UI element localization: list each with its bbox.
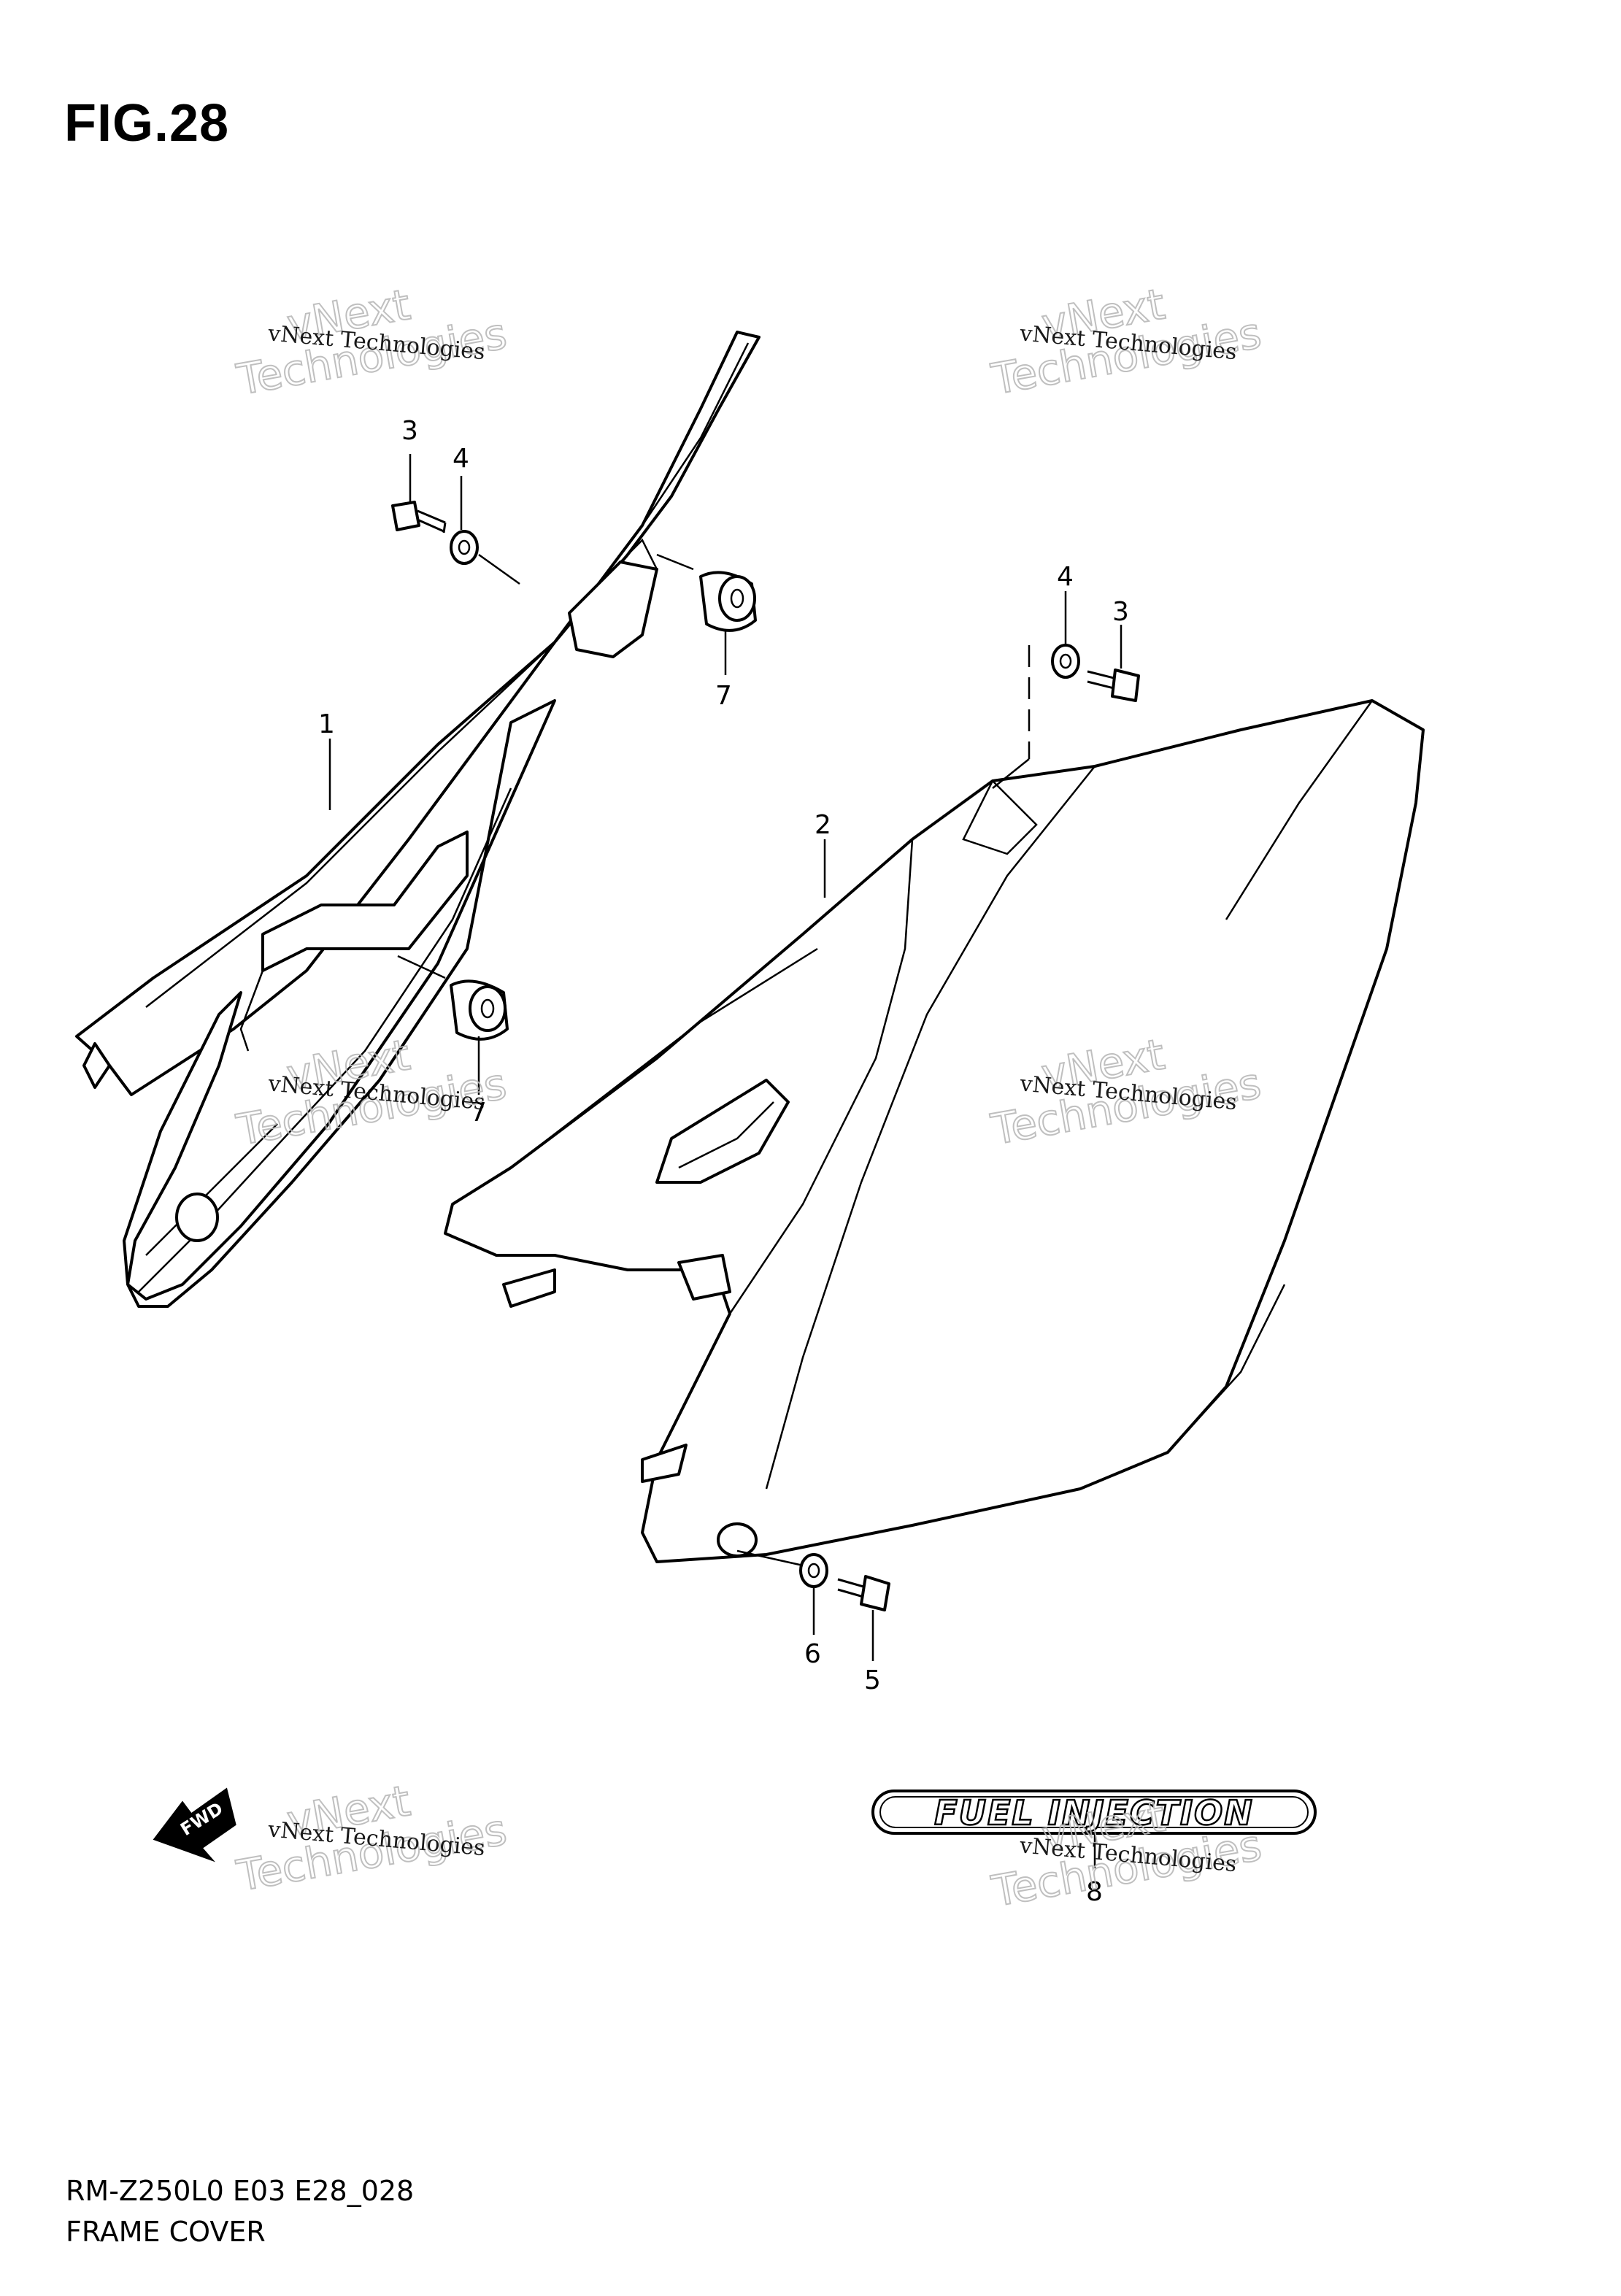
callout-7-upper: 7 — [715, 681, 732, 711]
callout-5: 5 — [864, 1665, 881, 1695]
part-3-bolt-right — [1087, 669, 1140, 702]
callout-8: 8 — [1086, 1877, 1103, 1907]
callout-2: 2 — [815, 810, 831, 840]
part-4-washer-left — [450, 530, 479, 565]
callout-7-lower: 7 — [470, 1098, 487, 1128]
watermark-2: vNext Technologies vNext Technologies — [987, 278, 1266, 405]
callout-3-right: 3 — [1112, 597, 1129, 627]
callout-4-left: 4 — [453, 444, 469, 474]
callout-6: 6 — [804, 1639, 821, 1669]
callout-1: 1 — [318, 709, 335, 739]
part-5-bolt — [837, 1575, 890, 1611]
callout-4-right: 4 — [1057, 562, 1074, 592]
watermark-5: vNext Technologies vNext Technologies — [232, 1775, 511, 1902]
part-6-washer — [799, 1553, 828, 1588]
leader-lines — [328, 454, 1123, 1868]
section-name: FRAME COVER — [66, 2216, 266, 2248]
figure-title: FIG.28 — [64, 94, 230, 153]
part-3-bolt-left — [391, 501, 447, 533]
watermark-1: vNext Technologies vNext Technologies — [232, 279, 511, 406]
decal-label: FUEL INJECTION — [934, 1793, 1254, 1833]
part-2-right-frame-cover — [444, 699, 1425, 1563]
callout-3-left: 3 — [401, 416, 418, 446]
fwd-arrow-icon: FWD — [153, 1787, 236, 1862]
part-4-washer-right — [1051, 644, 1080, 679]
part-7-cushion-upper — [699, 571, 757, 632]
watermark-3: vNext Technologies vNext Technologies — [232, 1029, 511, 1156]
part-7-cushion-lower — [450, 979, 509, 1041]
part-1-left-frame-cover — [75, 331, 761, 1308]
model-code: RM-Z250L0 E03 E28_028 — [66, 2175, 415, 2207]
part-8-fuel-injection-decal: FUEL INJECTION — [871, 1790, 1317, 1835]
